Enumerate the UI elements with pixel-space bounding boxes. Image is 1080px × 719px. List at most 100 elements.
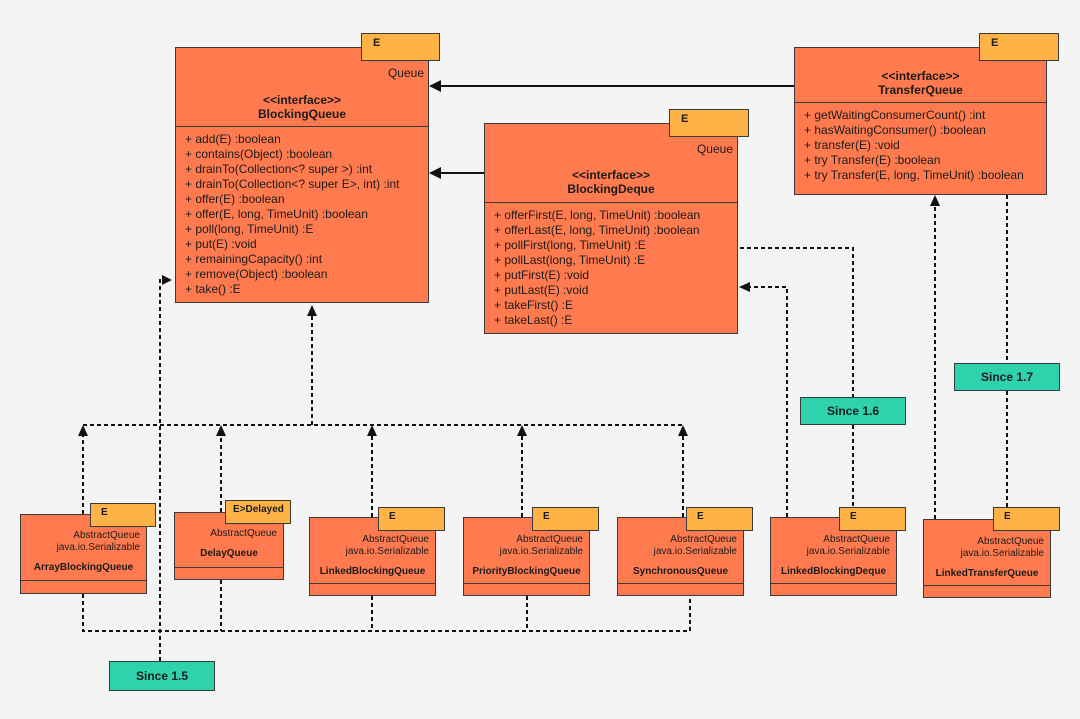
interface-header: Queue <<interface>> BlockingDeque [485, 124, 737, 202]
transferqueue-interface[interactable]: E <<interface>> TransferQueue + getWaiti… [794, 33, 1059, 195]
parent-class-label: AbstractQueue [823, 534, 890, 545]
delayqueue-class[interactable]: E>Delayed AbstractQueue DelayQueue [174, 500, 291, 580]
method-item: + transfer(E) :void [804, 138, 900, 152]
extends-label: Queue [387, 66, 424, 80]
interface-label: java.io.Serializable [345, 546, 429, 557]
since-1-6-label: Since 1.6 [800, 397, 906, 425]
class-name: SynchronousQueue [632, 566, 728, 577]
type-parameter: E [669, 109, 749, 137]
method-item: + put(E) :void [185, 237, 257, 251]
parent-class-label: AbstractQueue [977, 536, 1044, 547]
class-name: LinkedTransferQueue [935, 568, 1039, 579]
interface-label: java.io.Serializable [806, 546, 890, 557]
class-header: AbstractQueue java.io.Serializable [771, 518, 896, 558]
method-item: + remove(Object) :boolean [185, 267, 328, 281]
class-divider [618, 583, 743, 584]
class-divider [464, 583, 589, 584]
interface-label: java.io.Serializable [653, 546, 737, 557]
method-list: + add(E) :boolean+ contains(Object) :boo… [176, 126, 428, 297]
type-parameter: E [979, 33, 1059, 61]
parent-class-label: AbstractQueue [210, 528, 277, 539]
method-item: + add(E) :boolean [185, 132, 281, 146]
arrowhead-bq-from-tq [429, 80, 441, 92]
method-item: + pollLast(long, TimeUnit) :E [494, 253, 646, 267]
class-divider [771, 583, 896, 584]
method-item: + putFirst(E) :void [494, 268, 590, 282]
method-item: + contains(Object) :boolean [185, 147, 333, 161]
interface-label: java.io.Serializable [499, 546, 583, 557]
blockingdeque-interface[interactable]: E Queue <<interface>> BlockingDeque + of… [484, 109, 749, 334]
interface-header: <<interface>> TransferQueue [795, 48, 1046, 102]
arrowhead-bq-from-bd [429, 167, 441, 179]
lbd-to-deque-line [750, 286, 788, 517]
since16-link-line [740, 247, 854, 397]
method-item: + takeFirst() :E [494, 298, 574, 312]
method-item: + pollFirst(long, TimeUnit) :E [494, 238, 646, 252]
interface-label: java.io.Serializable [56, 542, 140, 553]
interface-name: BlockingQueue [257, 107, 346, 121]
type-parameter: E>Delayed [225, 500, 291, 524]
method-item: + drainTo(Collection<? super >) :int [185, 162, 373, 176]
interface-label: java.io.Serializable [960, 548, 1044, 559]
class-name: ArrayBlockingQueue [33, 562, 134, 573]
since15-link-line [159, 279, 162, 661]
method-item: + offer(E, long, TimeUnit) :boolean [185, 207, 368, 221]
method-item: + try Transfer(E) :boolean [804, 153, 941, 167]
linkedblockingdeque-class[interactable]: E AbstractQueue java.io.Serializable Lin… [770, 507, 906, 596]
priorityblockingqueue-class[interactable]: E AbstractQueue java.io.Serializable Pri… [463, 507, 599, 596]
class-header: AbstractQueue java.io.Serializable [310, 518, 435, 558]
method-item: + remainingCapacity() :int [185, 252, 323, 266]
method-list: + getWaitingConsumerCount() :int+ hasWai… [795, 102, 1046, 183]
method-item: + drainTo(Collection<? super E>, int) :i… [185, 177, 400, 191]
method-item: + try Transfer(E, long, TimeUnit) :boole… [804, 168, 1024, 182]
parent-class-label: AbstractQueue [516, 534, 583, 545]
type-parameter: E [532, 507, 599, 531]
method-item: + takeLast() :E [494, 313, 573, 327]
class-header: AbstractQueue java.io.Serializable [924, 520, 1050, 560]
class-header: AbstractQueue java.io.Serializable [21, 515, 146, 554]
since-1-5-label: Since 1.5 [109, 661, 215, 691]
method-item: + offerFirst(E, long, TimeUnit) :boolean [494, 208, 701, 222]
stereotype-label: <<interface>> [262, 93, 342, 107]
class-header: AbstractQueue java.io.Serializable [618, 518, 743, 558]
since15-bus-line [82, 594, 691, 632]
type-parameter: E [686, 507, 753, 531]
type-parameter: E [993, 507, 1060, 531]
class-divider [924, 585, 1050, 586]
method-item: + hasWaitingConsumer() :boolean [804, 123, 986, 137]
extends-label: Queue [696, 142, 733, 156]
stereotype-label: <<interface>> [571, 168, 651, 182]
parent-class-label: AbstractQueue [73, 530, 140, 541]
synchronousqueue-class[interactable]: E AbstractQueue java.io.Serializable Syn… [617, 507, 753, 596]
parent-class-label: AbstractQueue [670, 534, 737, 545]
since-1-7-label: Since 1.7 [954, 363, 1060, 391]
method-item: + take() :E [185, 282, 241, 296]
method-item: + offerLast(E, long, TimeUnit) :boolean [494, 223, 700, 237]
class-header: AbstractQueue [175, 513, 283, 540]
method-list: + offerFirst(E, long, TimeUnit) :boolean… [485, 202, 737, 328]
type-parameter: E [90, 503, 156, 527]
stereotype-label: <<interface>> [881, 69, 960, 83]
method-item: + poll(long, TimeUnit) :E [185, 222, 314, 236]
parent-class-label: AbstractQueue [362, 534, 429, 545]
class-name: PriorityBlockingQueue [472, 566, 581, 577]
linkedblockingqueue-class[interactable]: E AbstractQueue java.io.Serializable Lin… [309, 507, 445, 596]
class-name: LinkedBlockingQueue [319, 566, 426, 577]
class-divider [175, 567, 283, 568]
interface-name: TransferQueue [878, 83, 963, 97]
interface-header: Queue <<interface>> BlockingQueue [176, 48, 428, 126]
class-name: DelayQueue [200, 548, 258, 559]
method-item: + offer(E) :boolean [185, 192, 285, 206]
method-item: + putLast(E) :void [494, 283, 589, 297]
type-parameter: E [378, 507, 445, 531]
type-parameter: E [361, 33, 440, 61]
linkedtransferqueue-class[interactable]: E AbstractQueue java.io.Serializable Lin… [923, 507, 1060, 598]
class-divider [310, 583, 435, 584]
method-item: + getWaitingConsumerCount() :int [804, 108, 986, 122]
blockingqueue-interface[interactable]: E Queue <<interface>> BlockingQueue + ad… [175, 33, 440, 303]
class-name: LinkedBlockingDeque [780, 566, 886, 577]
class-divider [21, 580, 146, 581]
interface-name: BlockingDeque [567, 182, 655, 196]
arrayblockingqueue-class[interactable]: E AbstractQueue java.io.Serializable Arr… [20, 503, 156, 594]
